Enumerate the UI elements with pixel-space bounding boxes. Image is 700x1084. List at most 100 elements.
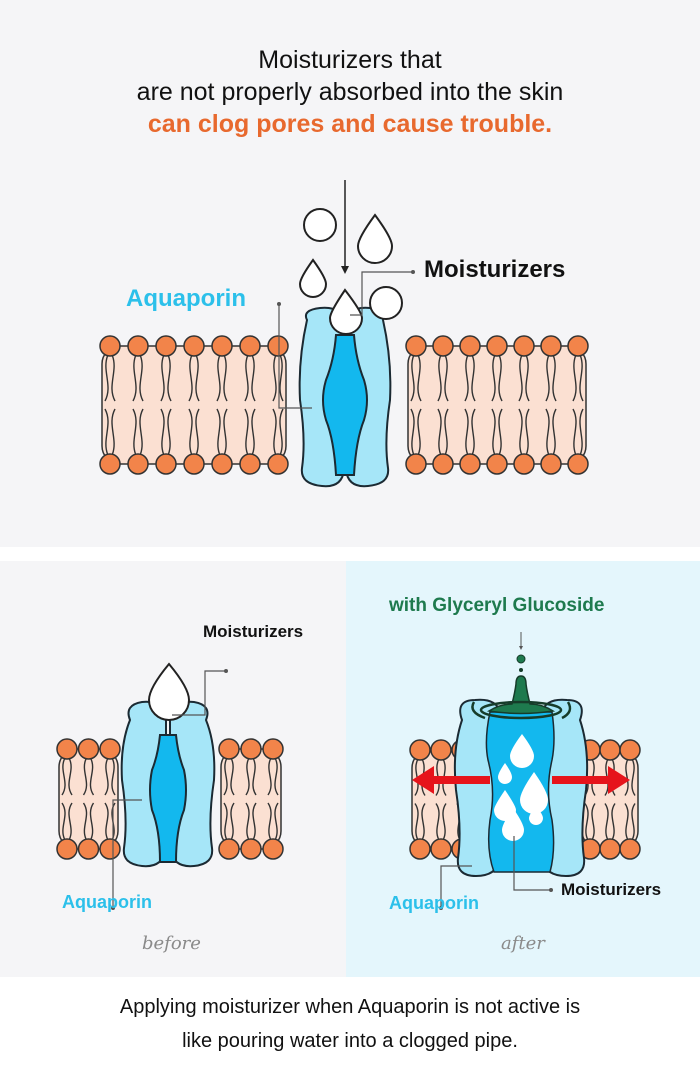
channel-pore: [322, 334, 368, 476]
moisturizers-leader: [350, 271, 412, 316]
lipid-head: [409, 739, 431, 761]
lipid-tail: [579, 355, 584, 402]
lipid-tail: [444, 408, 449, 455]
glyceryl-glucoside-droplet: [516, 654, 526, 664]
lipid-tail: [584, 803, 589, 840]
lipid-tail: [518, 408, 523, 455]
membrane-body: [581, 749, 639, 850]
lipid-tail: [274, 758, 279, 796]
lipid-head: [262, 738, 284, 760]
lipid-tail: [139, 408, 144, 455]
headline-accent: can clog pores and cause trouble.: [147, 110, 553, 138]
top-moisturizers-label: Moisturizers: [424, 256, 566, 283]
lipid-head: [459, 453, 481, 475]
lipid-head: [211, 453, 233, 475]
before-diagram: [56, 662, 284, 910]
membrane-body: [407, 345, 587, 465]
lipid-head: [430, 838, 452, 860]
lipid-tail: [230, 802, 235, 840]
footer-line-2: like pouring water into a clogged pipe.: [182, 1030, 518, 1052]
lipid-tail: [195, 355, 200, 402]
lipid-tail: [525, 408, 530, 455]
lipid-head: [211, 335, 233, 357]
lipid-tail: [410, 355, 415, 402]
lipid-tail: [604, 803, 609, 840]
lipid-tail: [245, 802, 250, 840]
lipid-head: [619, 838, 641, 860]
lipid-head: [459, 335, 481, 357]
lipid-tail: [188, 408, 193, 455]
lipid-tail: [279, 408, 284, 455]
headline-line-2: are not properly absorbed into the skin: [136, 78, 564, 106]
lipid-tail: [491, 355, 496, 402]
lipid-tail: [160, 355, 165, 402]
lipid-tail: [195, 408, 200, 455]
lipid-tail: [518, 355, 523, 402]
lipid-tail: [624, 759, 629, 796]
lipid-tail: [545, 408, 550, 455]
lipid-tail: [267, 758, 272, 796]
lipid-head: [513, 335, 535, 357]
lipid-head: [599, 838, 621, 860]
footer-text: Applying moisturizer when Aquaporin is n…: [0, 990, 700, 1058]
lipid-tail: [435, 803, 440, 840]
moisturizer-droplet: [298, 258, 328, 298]
lipid-head: [99, 838, 121, 860]
lipid-tail: [272, 408, 277, 455]
lipid-tail: [252, 758, 257, 796]
lipid-tail: [631, 759, 636, 796]
lipid-head: [155, 453, 177, 475]
lipid-head: [430, 739, 452, 761]
after-moisturizers-label: Moisturizers: [561, 880, 662, 899]
before-moisturizers-label: Moisturizers: [203, 622, 304, 641]
lipid-tail: [272, 355, 277, 402]
lipid-tail: [611, 803, 616, 840]
lipid-tail: [68, 758, 73, 796]
moisturizer-droplet: [369, 286, 403, 320]
lipid-tail: [631, 803, 636, 840]
lipid-tail: [491, 408, 496, 455]
lipid-tail: [160, 408, 165, 455]
lipid-tail: [223, 355, 228, 402]
lipid-head: [127, 335, 149, 357]
lipid-tail: [132, 408, 137, 455]
lipid-tail: [498, 355, 503, 402]
lipid-tail: [252, 802, 257, 840]
lipid-head: [99, 453, 121, 475]
lipid-head: [486, 335, 508, 357]
lipid-tail: [572, 408, 577, 455]
lipid-tail: [104, 802, 109, 840]
lipid-head: [56, 838, 78, 860]
lipid-tail: [464, 355, 469, 402]
headline: Moisturizers that are not properly absor…: [0, 44, 700, 140]
lipid-head: [239, 335, 261, 357]
aquaporin-leader: [278, 305, 312, 409]
lipid-tail: [417, 408, 422, 455]
lipid-head: [99, 335, 121, 357]
top-membrane-diagram: [99, 180, 589, 488]
moisturizer-droplet: [529, 805, 543, 825]
lipid-head: [486, 453, 508, 475]
lipid-head: [513, 453, 535, 475]
lipid-tail: [104, 758, 109, 796]
lipid-tail: [89, 758, 95, 796]
lipid-head: [267, 335, 289, 357]
lipid-tail: [471, 408, 476, 455]
lipid-tail: [525, 355, 530, 402]
lipid-tail: [437, 408, 442, 455]
lipid-head: [619, 739, 641, 761]
after-diagram: [409, 632, 641, 910]
lipid-head: [240, 838, 262, 860]
lipid-tail: [230, 758, 235, 796]
lipid-tail: [167, 408, 172, 455]
lipid-tail: [471, 355, 476, 402]
membrane-body: [220, 748, 282, 850]
after-caption: after: [501, 933, 545, 954]
lipid-tail: [104, 355, 109, 402]
lipid-tail: [244, 408, 249, 455]
lipid-tail: [414, 803, 419, 840]
before-aquaporin-label: Aquaporin: [62, 892, 152, 912]
lipid-tail: [104, 408, 109, 455]
moisturizer-droplet: [510, 734, 534, 768]
membrane-body: [58, 748, 119, 850]
